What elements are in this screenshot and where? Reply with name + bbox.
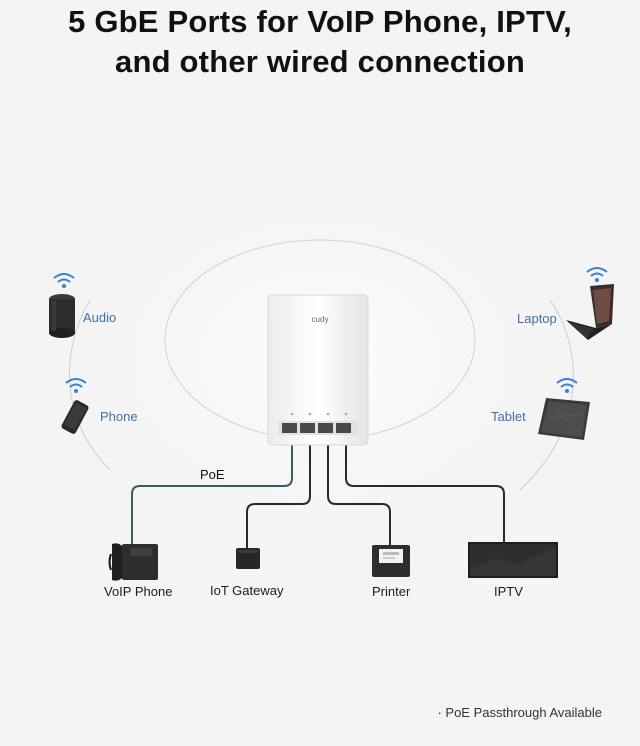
phone-label: Phone xyxy=(100,409,138,424)
page-title: 5 GbE Ports for VoIP Phone, IPTV, and ot… xyxy=(0,2,640,82)
tablet-icon xyxy=(538,398,590,440)
tv-icon xyxy=(468,542,558,578)
printer-icon xyxy=(372,545,410,577)
poe-passthrough-note: · PoE Passthrough Available xyxy=(437,705,602,720)
printer-cable xyxy=(327,438,391,546)
wifi-icon xyxy=(556,378,578,393)
laptop-icon xyxy=(566,284,614,340)
wifi-icon xyxy=(65,378,87,393)
outer-ring-left xyxy=(69,299,111,471)
title-line-2: and other wired connection xyxy=(115,44,525,79)
iot-gateway-label: IoT Gateway xyxy=(210,583,284,598)
voip-phone-label: VoIP Phone xyxy=(104,584,173,599)
iot-gateway-icon xyxy=(236,548,260,569)
tablet-label: Tablet xyxy=(491,409,526,424)
wifi-icon xyxy=(53,273,75,288)
iot-cable xyxy=(246,438,311,550)
audio-label: Audio xyxy=(83,310,117,325)
poe-cable xyxy=(131,438,293,545)
speaker-icon xyxy=(49,294,75,338)
smartphone-icon xyxy=(61,400,89,434)
poe-label: PoE xyxy=(200,467,225,482)
iptv-label: IPTV xyxy=(494,584,523,599)
wifi-icon xyxy=(586,267,608,282)
desk-phone-icon xyxy=(108,543,158,581)
outer-ring-right xyxy=(519,299,574,491)
laptop-label: Laptop xyxy=(517,311,557,326)
title-line-1: 5 GbE Ports for VoIP Phone, IPTV, xyxy=(68,4,572,39)
router-brand: cudy xyxy=(312,315,329,324)
printer-label: Printer xyxy=(372,584,411,599)
router-icon: cudy xyxy=(267,294,369,446)
iptv-cable xyxy=(345,438,505,543)
